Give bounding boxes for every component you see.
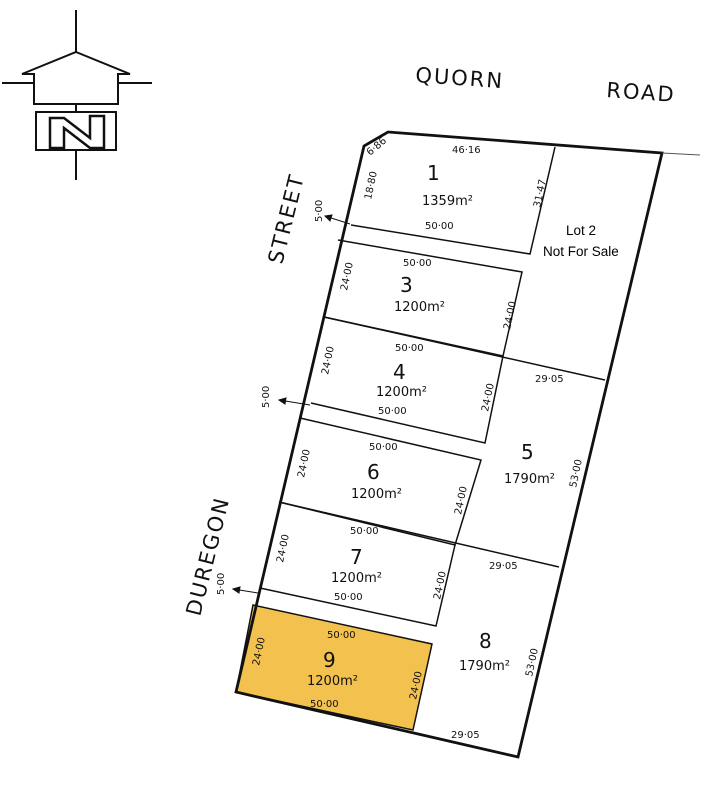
- lot-3-dim-top: 50·00: [403, 258, 432, 269]
- lot-6-area: 1200m²: [351, 487, 402, 502]
- lot-7-dim-top: 50·00: [350, 526, 379, 537]
- lot-7-dim-right: 24·00: [432, 570, 449, 600]
- lot-8-area: 1790m²: [459, 659, 510, 674]
- lot-4-dim-bottom: 50·00: [378, 406, 407, 417]
- north-arrow-icon: [2, 10, 152, 180]
- lot-5-dim-top: 29·05: [535, 374, 564, 385]
- lot-2-label: Lot 2: [566, 223, 596, 238]
- road-label-road: ROAD: [606, 78, 677, 107]
- lot-7-number: 7: [350, 545, 363, 569]
- lot-3-dim-left: 24·00: [339, 261, 356, 291]
- lot-7-area: 1200m²: [331, 571, 382, 586]
- easement-arrows: [231, 214, 351, 594]
- lot-1-area: 1359m²: [422, 194, 473, 209]
- road-label-duregon: DUREGON: [182, 494, 235, 618]
- lot-7-dim-left: 24·00: [275, 533, 292, 563]
- lot-7-dim-bottom: 50·00: [334, 592, 363, 603]
- lot-4-dim-left: 24·00: [320, 345, 337, 375]
- lot-1-dim-bottom: 50·00: [425, 221, 454, 232]
- lot-3-number: 3: [400, 273, 413, 297]
- lot-6-number: 6: [367, 460, 380, 484]
- lot-9-number: 9: [323, 648, 336, 672]
- easement-label-1: 5·00: [314, 200, 325, 222]
- lot-1-dim-corner: 6·86: [365, 136, 389, 159]
- lot-6-dim-left: 24·00: [296, 448, 313, 478]
- lot-lines: [259, 146, 606, 627]
- lot-9-area: 1200m²: [307, 674, 358, 689]
- lot-1-dim-top: 46·16: [452, 145, 481, 156]
- road-edge-line: [661, 152, 701, 156]
- easement-label-2: 5·00: [261, 386, 272, 408]
- lot-9-dim-bottom: 50·00: [310, 699, 339, 710]
- lot-4-area: 1200m²: [376, 385, 427, 400]
- lot-4-number: 4: [393, 360, 406, 384]
- lot-6-dim-top: 50·00: [369, 442, 398, 453]
- lot-4-dim-top: 50·00: [395, 343, 424, 354]
- lot-5-number: 5: [521, 440, 534, 464]
- lot-9-dim-top: 50·00: [327, 630, 356, 641]
- lot-1-number: 1: [427, 161, 440, 185]
- site-boundary: [234, 130, 664, 759]
- road-label-street: STREET: [264, 171, 310, 266]
- lot-5-area: 1790m²: [504, 472, 555, 487]
- lot-8-number: 8: [479, 629, 492, 653]
- lot-3-dim-right: 24·00: [502, 300, 519, 330]
- road-label-quorn: QUORN: [415, 63, 505, 93]
- lot-3-area: 1200m²: [394, 300, 445, 315]
- lot-1-dim-right: 31·47: [532, 178, 549, 208]
- lot-6-dim-right: 24·00: [453, 485, 470, 515]
- lot-8-dim-top: 29·05: [489, 561, 518, 572]
- lot-8-dim-bottom: 29·05: [451, 730, 480, 741]
- lot-1-dim-left: 18·80: [363, 170, 380, 200]
- easement-label-3: 5·00: [216, 573, 227, 595]
- lot-2-note: Not For Sale: [543, 244, 619, 259]
